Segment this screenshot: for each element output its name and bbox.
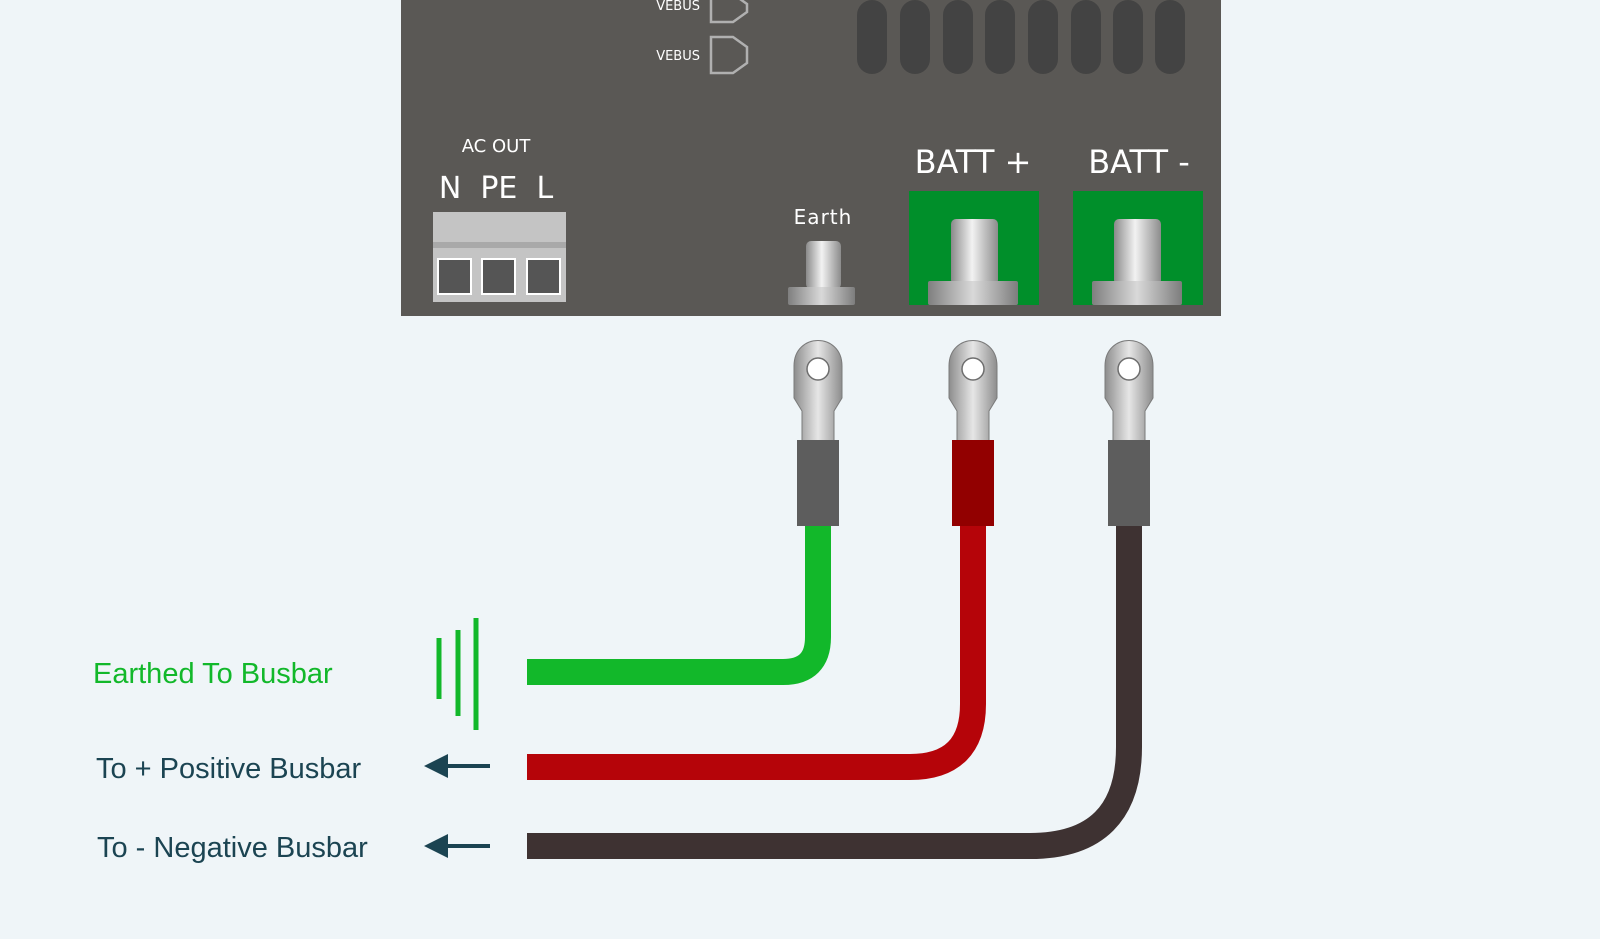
vent-slot bbox=[985, 0, 1015, 74]
vent-slot bbox=[900, 0, 930, 74]
vent-slot bbox=[857, 0, 887, 74]
vebus-label-2: VEBUS bbox=[656, 49, 700, 64]
negative-cable[interactable] bbox=[527, 520, 1142, 859]
positive-busbar-label: To + Positive Busbar bbox=[96, 753, 362, 785]
batt-minus-terminal[interactable] bbox=[1073, 191, 1203, 305]
earth-cable[interactable] bbox=[527, 520, 831, 685]
earth-cable-sleeve bbox=[797, 440, 839, 526]
vent-slot bbox=[943, 0, 973, 74]
vent-slot bbox=[1071, 0, 1101, 74]
ac-out-terminal-l[interactable] bbox=[526, 258, 561, 295]
vebus-port-1[interactable] bbox=[709, 0, 749, 24]
earth-ground-icon bbox=[436, 618, 479, 730]
ac-out-terminal-n[interactable] bbox=[437, 258, 472, 295]
vent-slots bbox=[857, 0, 1185, 74]
arrow-left-icon bbox=[424, 754, 490, 778]
earth-ring-lug bbox=[793, 340, 843, 526]
batt-plus-terminal[interactable] bbox=[909, 191, 1039, 305]
ac-out-terminal-block[interactable] bbox=[433, 212, 566, 302]
ac-out-terminal-pe[interactable] bbox=[481, 258, 516, 295]
vent-slot bbox=[1028, 0, 1058, 74]
earth-stud[interactable] bbox=[788, 241, 855, 305]
negative-ring-lug bbox=[1104, 340, 1154, 526]
positive-ring-lug bbox=[948, 340, 998, 526]
ac-out-terminal-labels: N PE L bbox=[439, 171, 554, 206]
vebus-label-1: VEBUS bbox=[656, 0, 700, 14]
batt-plus-label: BATT + bbox=[915, 143, 1032, 181]
inverter-device: VEBUS VEBUS AC OUT N PE L Earth bbox=[401, 0, 1221, 316]
vent-slot bbox=[1155, 0, 1185, 74]
negative-cable-sleeve bbox=[1108, 440, 1150, 526]
positive-cable-sleeve bbox=[952, 440, 994, 526]
earth-label: Earth bbox=[794, 205, 853, 229]
positive-cable[interactable] bbox=[527, 520, 986, 780]
negative-busbar-label: To - Negative Busbar bbox=[97, 832, 368, 864]
vebus-port-2[interactable] bbox=[709, 35, 749, 75]
vent-slot bbox=[1113, 0, 1143, 74]
ac-out-title: AC OUT bbox=[462, 136, 532, 157]
earth-busbar-label: Earthed To Busbar bbox=[93, 658, 333, 690]
arrow-left-icon bbox=[424, 834, 490, 858]
batt-minus-label: BATT - bbox=[1088, 143, 1190, 181]
